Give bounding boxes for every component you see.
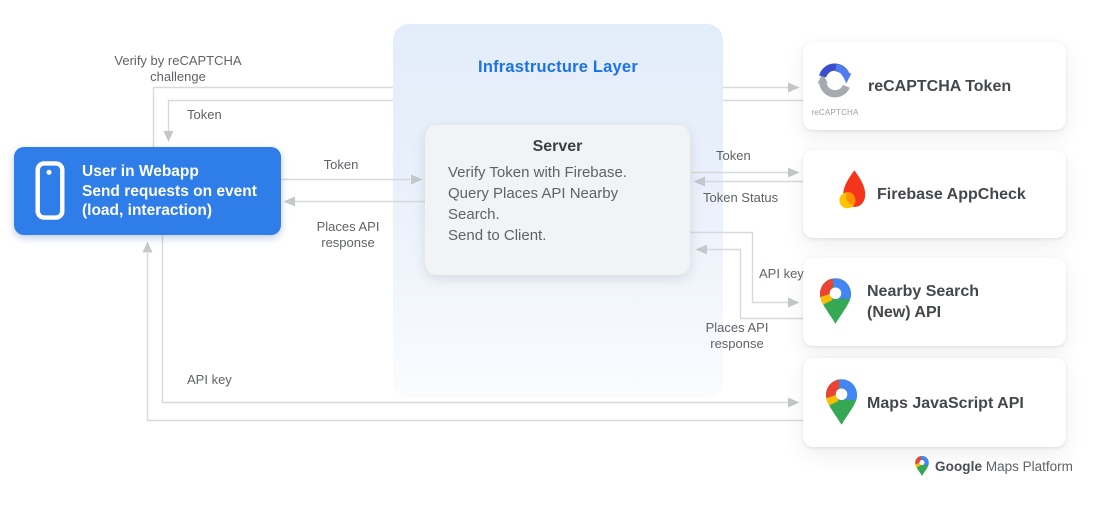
edge-label-token-to-firebase: Token — [716, 148, 751, 163]
user-webapp-label: User in Webapp Send requests on event (l… — [82, 163, 257, 219]
brand-google: Google — [935, 458, 983, 474]
google-maps-pin-icon — [826, 379, 857, 425]
recaptcha-token-label: reCAPTCHA Token — [868, 78, 1012, 95]
nearby-search-api-label: Nearby Search (New) API — [867, 283, 980, 321]
card-nearby-search-api: Nearby Search (New) API — [803, 258, 1066, 346]
card-recaptcha-token: reCAPTCHA reCAPTCHA Token — [803, 42, 1066, 130]
server-title: Server — [532, 138, 583, 155]
edge-label-places-response-right: Places API response — [705, 320, 769, 351]
google-maps-pin-icon — [915, 456, 929, 476]
firebase-icon — [839, 170, 866, 209]
user-webapp-node: User in Webapp Send requests on event (l… — [14, 147, 281, 235]
edge-label-token-return: Token — [187, 107, 222, 122]
card-maps-javascript-api: Maps JavaScript API — [803, 358, 1066, 447]
google-maps-platform-brand: Google Maps Platform — [915, 456, 1073, 476]
brand-maps-platform: Maps Platform — [985, 458, 1073, 474]
edge-label-verify-challenge: Verify by reCAPTCHA challenge — [114, 53, 242, 84]
maps-javascript-api-label: Maps JavaScript API — [867, 395, 1024, 412]
server-node: Server Verify Token with Firebase. Query… — [425, 125, 690, 275]
card-firebase-appcheck: Firebase AppCheck — [803, 150, 1066, 238]
infrastructure-layer-title: Infrastructure Layer — [478, 58, 638, 76]
edge-label-token-to-server: Token — [323, 157, 359, 172]
edge-label-token-status: Token Status — [703, 190, 779, 205]
google-maps-pin-icon — [820, 278, 851, 324]
phone-icon — [35, 161, 65, 220]
recaptcha-caption: reCAPTCHA — [811, 108, 859, 117]
edge-label-places-response-left: Places API response — [316, 219, 380, 250]
recaptcha-icon — [817, 63, 852, 98]
firebase-appcheck-label: Firebase AppCheck — [877, 186, 1026, 203]
server-description: Verify Token with Firebase. Query Places… — [448, 164, 627, 244]
edge-label-api-key-mapsjs: API key — [187, 372, 232, 387]
edge-label-api-key-nearby: API key — [759, 266, 804, 281]
